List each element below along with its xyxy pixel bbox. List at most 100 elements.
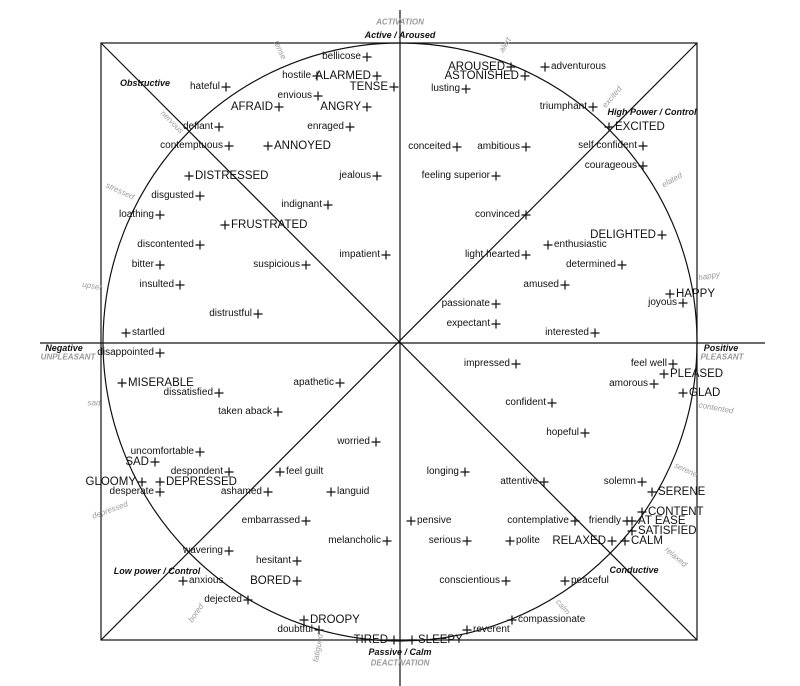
emotion-term: desperate xyxy=(109,486,154,497)
plus-marker xyxy=(511,359,521,369)
emotion-term: light hearted xyxy=(464,249,520,260)
emotion-term: serious xyxy=(428,535,461,546)
plus-marker xyxy=(292,576,302,586)
emotion-term: feeling superior xyxy=(421,170,490,181)
emotion-term: worried xyxy=(337,436,370,447)
emotion-term: DEPRESSED xyxy=(166,476,237,488)
emotion-term: discontented xyxy=(137,239,194,250)
emotion-term: self confident xyxy=(578,140,637,151)
emotion-term: ANGRY xyxy=(320,101,361,113)
plus-marker xyxy=(460,467,470,477)
emotion-term: dejected xyxy=(204,594,242,605)
emotion-term: defiant xyxy=(182,121,213,132)
emotion-term: languid xyxy=(337,486,370,497)
quadrant-label-obstructive: Obstructive xyxy=(119,78,171,88)
plus-marker xyxy=(491,299,501,309)
emotion-term: amorous xyxy=(609,378,648,389)
emotion-term: hateful xyxy=(189,81,220,92)
plus-marker xyxy=(521,142,531,152)
emotion-term: lusting xyxy=(431,83,460,94)
plus-marker xyxy=(382,536,392,546)
emotion-term: peaceful xyxy=(571,575,609,586)
axis-label-positive: Positive xyxy=(703,343,739,353)
emotion-term: SERENE xyxy=(658,486,706,498)
axis-label-activation: ACTIVATION xyxy=(376,17,424,27)
plus-marker xyxy=(505,536,515,546)
plus-marker xyxy=(627,526,637,536)
plus-marker xyxy=(520,71,530,81)
emotion-term: attentive xyxy=(500,476,538,487)
plus-marker xyxy=(647,487,657,497)
plus-marker xyxy=(668,359,678,369)
plus-marker xyxy=(580,428,590,438)
plus-marker xyxy=(313,91,323,101)
plus-marker xyxy=(604,122,614,132)
plus-marker xyxy=(506,62,516,72)
plus-marker xyxy=(155,210,165,220)
plus-marker xyxy=(638,161,648,171)
plus-marker xyxy=(389,82,399,92)
plus-marker xyxy=(372,71,382,81)
plus-marker xyxy=(175,280,185,290)
plus-marker xyxy=(507,615,517,625)
emotion-term: doubtful xyxy=(277,624,313,635)
emotion-term: hesitant xyxy=(255,555,291,566)
plus-marker xyxy=(501,576,511,586)
plus-marker xyxy=(195,191,205,201)
emotion-term: CONTENT xyxy=(648,506,704,518)
emotion-term: impatient xyxy=(339,249,380,260)
emotion-term: conceited xyxy=(408,141,451,152)
quadrant-label-conductive: Conductive xyxy=(609,565,659,575)
plus-marker xyxy=(263,141,273,151)
plus-marker xyxy=(362,52,372,62)
plus-marker xyxy=(312,71,322,81)
emotion-term: taken aback xyxy=(218,406,272,417)
plus-marker xyxy=(253,309,263,319)
diagonal-line xyxy=(100,42,698,641)
plus-marker xyxy=(406,516,416,526)
emotion-term: indignant xyxy=(281,199,322,210)
emotion-term: impressed xyxy=(463,358,510,369)
emotion-term: contemplative xyxy=(507,515,569,526)
plus-marker xyxy=(491,171,501,181)
plus-marker xyxy=(224,141,234,151)
emotion-term: passionate xyxy=(441,298,490,309)
emotion-term: MISERABLE xyxy=(128,377,194,389)
emotion-term: CALM xyxy=(631,535,663,547)
emotion-term: conscientious xyxy=(439,575,500,586)
emotion-term: hopeful xyxy=(546,427,579,438)
plus-marker xyxy=(588,102,598,112)
emotion-term: distrustful xyxy=(209,308,252,319)
emotion-term: compassionate xyxy=(518,614,586,625)
plus-marker xyxy=(155,348,165,358)
axis-label-unpleasant: UNPLEASANT xyxy=(40,352,96,362)
emotion-term: disgusted xyxy=(151,190,194,201)
plus-marker xyxy=(627,516,637,526)
emotion-term: pensive xyxy=(417,515,452,526)
plus-marker xyxy=(539,477,549,487)
emotion-term: solemn xyxy=(603,476,636,487)
emotion-term: embarrassed xyxy=(241,515,300,526)
emotion-term: melancholic xyxy=(328,535,381,546)
emotion-term: DELIGHTED xyxy=(590,229,656,241)
plus-marker xyxy=(323,200,333,210)
plus-marker xyxy=(345,122,355,132)
emotion-term: longing xyxy=(426,466,459,477)
emotion-term: AT EASE xyxy=(638,515,686,527)
plus-marker xyxy=(155,477,165,487)
plus-marker xyxy=(678,298,688,308)
emotion-term: TIRED xyxy=(353,634,389,646)
emotion-term: adventurous xyxy=(551,61,607,72)
plus-marker xyxy=(221,82,231,92)
plus-marker xyxy=(521,250,531,260)
emotion-term: hostile xyxy=(282,70,311,81)
plus-marker xyxy=(263,487,273,497)
plus-marker xyxy=(184,171,194,181)
emotion-term: interested xyxy=(545,327,589,338)
emotion-term: despondent xyxy=(170,466,223,477)
emotion-term: anxious xyxy=(189,575,224,586)
axis-label-active: Active / Aroused xyxy=(364,30,436,40)
plus-marker xyxy=(326,487,336,497)
plus-marker xyxy=(607,536,617,546)
